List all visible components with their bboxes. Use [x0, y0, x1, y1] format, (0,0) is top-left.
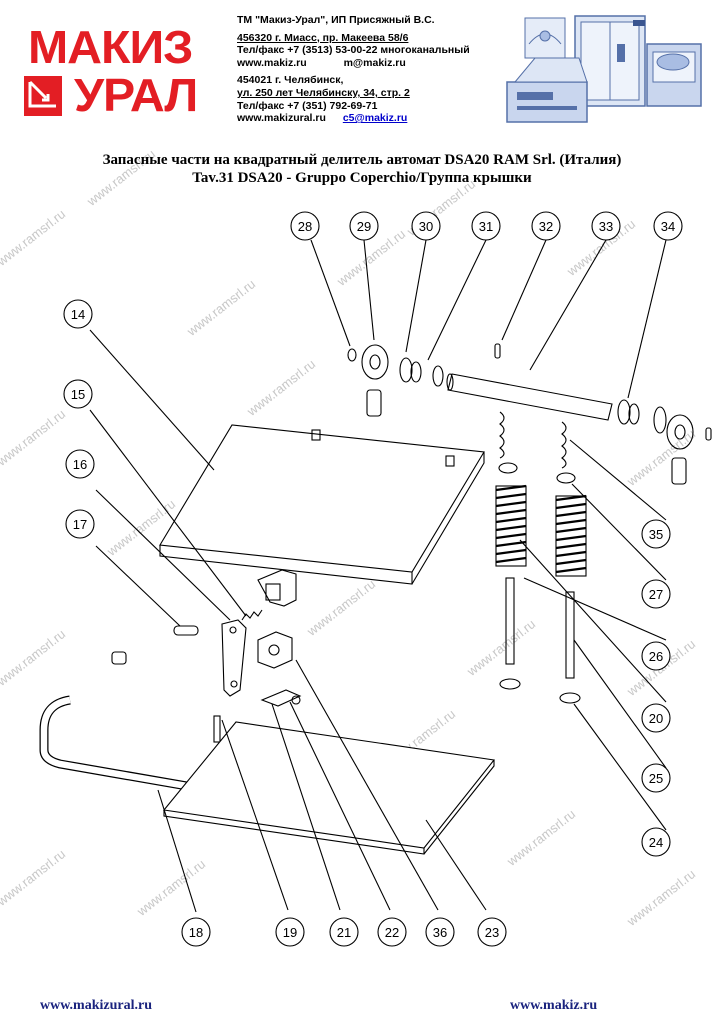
callout-35: 35	[649, 527, 663, 542]
callout-17: 17	[73, 517, 87, 532]
equipment-illustration	[505, 14, 705, 134]
footer-link-makizural[interactable]: www.makizural.ru	[40, 998, 152, 1013]
contact-address-miass: 456320 г. Миасс, пр. Макеева 58/6	[237, 31, 409, 44]
callout-33: 33	[599, 219, 613, 234]
callout-21: 21	[337, 925, 351, 940]
footer-link-makiz[interactable]: www.makiz.ru	[510, 998, 598, 1013]
callout-30: 30	[419, 219, 433, 234]
link-makizural[interactable]: www.makizural.ru	[237, 112, 326, 125]
callout-19: 19	[283, 925, 297, 940]
callout-14: 14	[71, 307, 85, 322]
email-c5[interactable]: c5@makiz.ru	[342, 112, 408, 125]
callout-36: 36	[433, 925, 447, 940]
callout-25: 25	[649, 771, 663, 786]
link-makiz[interactable]: www.makiz.ru	[237, 56, 307, 69]
callout-26: 26	[649, 649, 663, 664]
callout-15: 15	[71, 387, 85, 402]
callout-29: 29	[357, 219, 371, 234]
contact-company: ТМ "Макиз-Урал", ИП Присяжный В.С.	[237, 14, 435, 26]
contact-block: ТМ "Макиз-Урал", ИП Присяжный В.С. 45632…	[237, 14, 507, 125]
document-subtitle: Tav.31 DSA20 - Gruppo Coperchio/Группа к…	[192, 170, 532, 186]
contact-city-chelyabinsk: 454021 г. Челябинск,	[237, 74, 344, 87]
callout-32: 32	[539, 219, 553, 234]
contact-phone-chelyabinsk: Тел/факс +7 (351) 792-69-71	[237, 99, 378, 112]
callout-20: 20	[649, 711, 663, 726]
logo-text-ural: УРАЛ	[74, 69, 198, 121]
contact-web-row-2: www.makizural.ru c5@makiz.ru	[237, 112, 507, 125]
logo-text-makiz: МАКИЗ	[28, 21, 193, 73]
callout-18: 18	[189, 925, 203, 940]
callout-16: 16	[73, 457, 87, 472]
callout-24: 24	[649, 835, 663, 850]
contact-address-chelyabinsk: ул. 250 лет Челябинску, 34, стр. 2	[237, 86, 410, 99]
contact-phone-miass: Тел/факс +7 (3513) 53-00-22 многоканальн…	[237, 44, 470, 57]
callout-34: 34	[661, 219, 675, 234]
callout-22: 22	[385, 925, 399, 940]
company-logo: МАКИЗ УРАЛ	[22, 24, 220, 124]
callout-23: 23	[485, 925, 499, 940]
callout-31: 31	[479, 219, 493, 234]
exploded-parts-drawing: 28 29 30 31 32 33 34 14 15 16 17 18 19 2…	[39, 211, 712, 947]
email-makiz[interactable]: m@makiz.ru	[343, 56, 406, 69]
contact-web-row-1: www.makiz.ru m@makiz.ru	[237, 57, 507, 70]
logo-emblem	[24, 76, 62, 116]
callout-27: 27	[649, 587, 663, 602]
callout-28: 28	[298, 219, 312, 234]
document-title: Запасные части на квадратный делитель ав…	[102, 152, 622, 168]
